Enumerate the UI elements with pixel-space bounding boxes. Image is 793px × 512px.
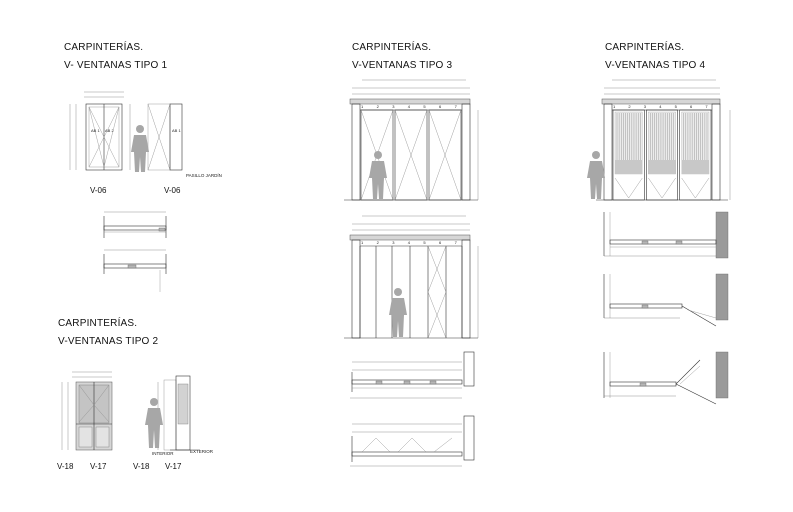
tipo2-code-c: V-18 bbox=[133, 462, 150, 471]
panel-number: 7 bbox=[454, 240, 457, 245]
tipo2-code-d: V-17 bbox=[165, 462, 182, 471]
panel-number: 6 bbox=[690, 104, 693, 109]
tipo4-plan-half-open bbox=[603, 273, 729, 327]
tipo4-elevation bbox=[596, 79, 731, 201]
tipo1-note: PASILLO JARDÍN bbox=[186, 173, 222, 178]
tipo3-plan-upper bbox=[350, 351, 475, 399]
tipo4-heading: CARPINTERÍAS. bbox=[605, 42, 685, 53]
opening-diagonal bbox=[394, 109, 428, 201]
panel-number: 7 bbox=[454, 104, 457, 109]
tipo1-plan-upper bbox=[103, 211, 167, 238]
person-silhouette bbox=[389, 288, 407, 337]
panel-number: 6 bbox=[439, 240, 442, 245]
tipo1-plan-lower bbox=[103, 249, 167, 292]
tipo2-interior: INTERIOR bbox=[152, 451, 174, 456]
panel-number: 1 bbox=[361, 240, 364, 245]
louvre-shade bbox=[681, 160, 709, 174]
tipo3-subheading: V-VENTANAS TIPO 3 bbox=[352, 60, 453, 71]
panel-number: 4 bbox=[659, 104, 662, 109]
tipo4-plan-closed bbox=[603, 211, 729, 259]
louvre-shade bbox=[648, 160, 676, 174]
tipo2-code-b: V-17 bbox=[90, 462, 107, 471]
tipo1-leaf-c: AB 1 bbox=[172, 128, 181, 133]
opening-diagonal bbox=[428, 109, 462, 201]
tipo2-exterior: EXTERIOR bbox=[190, 449, 214, 454]
tipo4-subheading: V-VENTANAS TIPO 4 bbox=[605, 60, 706, 71]
tipo2-heading: CARPINTERÍAS. bbox=[58, 318, 138, 329]
panel-number: 2 bbox=[376, 104, 379, 109]
tipo1-side-elevation bbox=[129, 103, 183, 171]
panel-number: 4 bbox=[407, 240, 411, 245]
tipo1-leaf-b: AB 2 bbox=[105, 128, 114, 133]
louvre-shade bbox=[615, 160, 643, 174]
tipo3-elevation-upper bbox=[344, 79, 479, 201]
person-silhouette bbox=[369, 151, 387, 199]
opening-diagonal bbox=[648, 177, 676, 199]
panel-number: 1 bbox=[613, 104, 616, 109]
tipo2-side-elevation bbox=[157, 375, 200, 451]
tipo3-plan-lower bbox=[350, 415, 475, 467]
tipo2-code-a: V-18 bbox=[57, 462, 74, 471]
panel-number: 6 bbox=[439, 104, 442, 109]
person-silhouette bbox=[131, 125, 149, 172]
tipo2-elevation bbox=[61, 371, 113, 451]
opening-diagonal bbox=[681, 177, 710, 199]
panel-number: 5 bbox=[674, 104, 677, 109]
tipo1-subheading: V- VENTANAS TIPO 1 bbox=[64, 60, 168, 71]
person-silhouette bbox=[587, 151, 605, 199]
tipo1-heading: CARPINTERÍAS. bbox=[64, 42, 144, 53]
panel-number: 1 bbox=[361, 104, 364, 109]
tipo4-plan-open bbox=[603, 351, 729, 405]
panel-number: 7 bbox=[705, 104, 708, 109]
tipo3-heading: CARPINTERÍAS. bbox=[352, 42, 432, 53]
panel-number: 4 bbox=[407, 104, 411, 109]
tipo1-code-a: V-06 bbox=[90, 186, 107, 195]
panel-number: 2 bbox=[376, 240, 379, 245]
panel-number: 2 bbox=[628, 104, 631, 109]
tipo2-subheading: V-VENTANAS TIPO 2 bbox=[58, 336, 159, 347]
panel-number: 3 bbox=[392, 240, 395, 245]
panel-number: 5 bbox=[423, 240, 426, 245]
tipo3-elevation-lower bbox=[344, 215, 479, 339]
panel-number: 3 bbox=[643, 104, 647, 109]
opening-diagonal bbox=[614, 177, 643, 199]
tipo1-elevation bbox=[69, 91, 124, 171]
person-silhouette bbox=[145, 398, 163, 448]
tipo1-leaf-a: AB 1 bbox=[91, 128, 100, 133]
opening-diagonal bbox=[427, 245, 447, 339]
panel-number: 5 bbox=[423, 104, 426, 109]
tipo1-code-b: V-06 bbox=[164, 186, 181, 195]
panel-number: 3 bbox=[392, 104, 395, 109]
